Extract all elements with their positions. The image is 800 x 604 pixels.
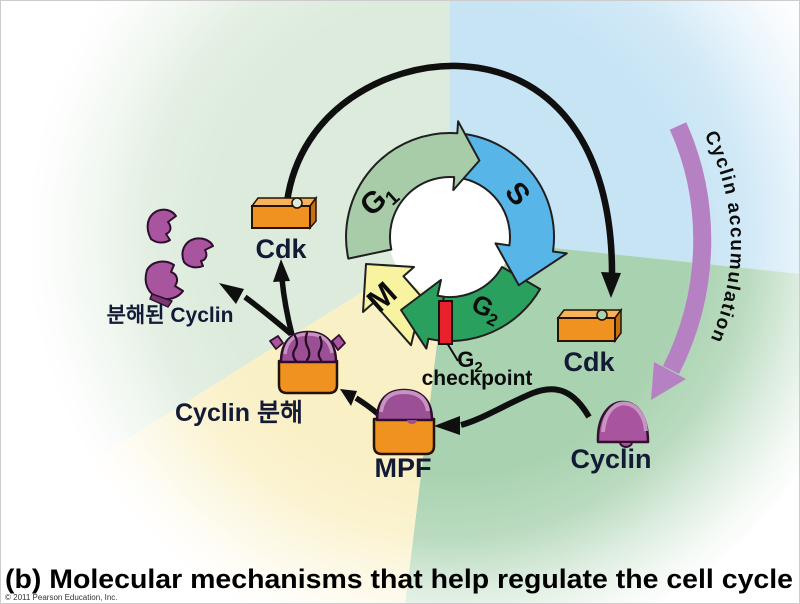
s-phase-arrow <box>457 133 568 287</box>
mpf-drip <box>407 420 417 424</box>
cycle-loop-arrowhead <box>601 272 621 298</box>
cyclin-fragment <box>181 237 214 269</box>
g2-checkpoint-label-line1: G2 <box>457 347 482 376</box>
cyclin-fragment-side <box>149 293 173 308</box>
cyclin-label: Cyclin <box>570 444 651 474</box>
cdk-molecule-top <box>250 195 318 231</box>
cdk-molecule-right <box>556 307 623 344</box>
breaking-chip <box>331 334 346 351</box>
crack-line <box>292 334 299 363</box>
crack-line <box>304 331 311 362</box>
cdk-top-face <box>250 197 318 207</box>
mpf-cdk-box <box>372 417 436 456</box>
cdk-top-face <box>556 309 623 319</box>
cdk-top-label: Cdk <box>255 234 307 264</box>
mpf-dome-highlight <box>379 389 430 413</box>
copyright-notice: © 2011 Pearson Education, Inc. <box>5 593 117 602</box>
degrading-cdk-box <box>277 359 339 395</box>
degradation-to-cdk-arrowhead <box>273 259 290 282</box>
mpf-to-degradation-arrowhead <box>340 389 357 406</box>
cyclin-fragments <box>144 208 214 308</box>
g2-checkpoint-label-line2: checkpoint <box>422 367 533 390</box>
g1-phase-arrow <box>345 120 481 260</box>
cyclin-fragment <box>146 208 177 244</box>
cyclin-bottom-tab <box>618 441 634 448</box>
cyclin-to-mpf-arrow <box>460 386 592 428</box>
cyclin-accumulation-arrowhead <box>651 362 686 400</box>
degradation-to-fragments-arrowhead <box>219 283 244 304</box>
cyclin-degradation-complex <box>269 330 346 395</box>
cyclin-dome-highlight <box>601 401 648 433</box>
cyclin-degradation-label: Cyclin 분해 <box>175 399 303 427</box>
cdk-front-face <box>251 205 311 229</box>
g2-checkpoint-bar <box>438 300 453 345</box>
cyclin-to-mpf-arrowhead <box>434 416 460 435</box>
g2-phase-arrowhead <box>400 279 445 350</box>
cdk-binding-notch <box>596 309 608 321</box>
figure-caption: (b) Molecular mechanisms that help regul… <box>5 564 793 594</box>
mpf-label: MPF <box>375 453 432 483</box>
crack-line <box>317 335 323 362</box>
cdk-binding-notch <box>291 197 303 209</box>
cyclin-molecule <box>596 400 650 448</box>
cyclin-accumulation-arrow <box>662 122 712 375</box>
cdk-right-label: Cdk <box>563 347 615 377</box>
cycle-loop-arrow <box>283 62 616 277</box>
degradation-to-fragments-arrow <box>243 294 293 337</box>
breaking-chip <box>269 335 284 350</box>
mpf-to-degradation-arrow <box>354 395 380 417</box>
degrading-dome-highlight <box>283 332 334 355</box>
cdk-front-face <box>557 317 616 342</box>
checkpoint-leader-line <box>446 342 459 362</box>
degraded-cyclin-label: 분해된 Cyclin <box>107 304 234 327</box>
cycle-inner-circle <box>389 176 511 298</box>
mpf-complex <box>372 388 436 456</box>
